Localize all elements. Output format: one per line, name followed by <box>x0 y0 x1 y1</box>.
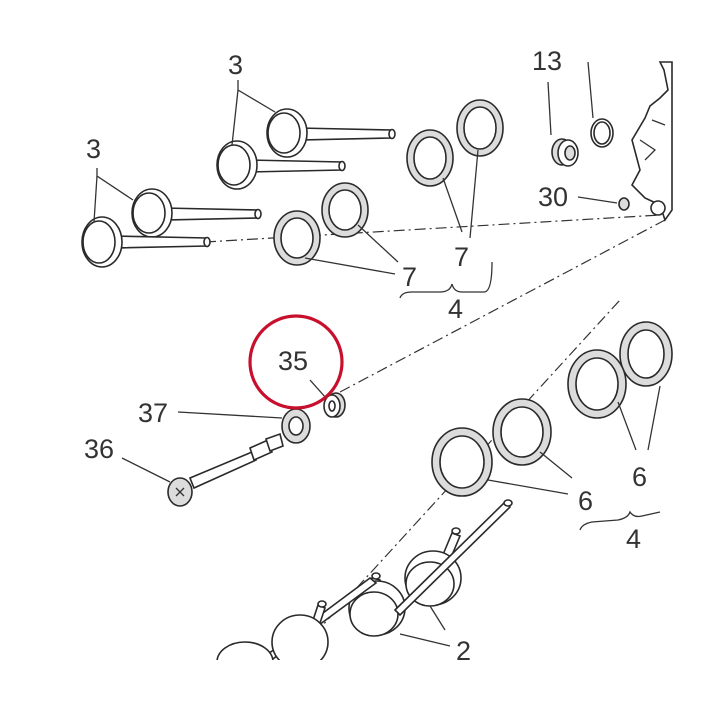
highlight-circle <box>248 314 344 410</box>
label-4-right: 4 <box>626 524 641 554</box>
leaders-part-7 <box>304 149 493 299</box>
label-2: 2 <box>456 636 471 666</box>
valve-upper-rear <box>266 108 396 158</box>
part-o-ring <box>587 61 614 148</box>
valve-upper-front <box>216 140 346 190</box>
part-30-plug <box>577 196 630 211</box>
cylinder-head-fragment <box>631 61 673 222</box>
label-13: 13 <box>532 46 562 76</box>
valve-left-rear <box>131 188 262 238</box>
part-13-plug <box>547 81 579 167</box>
seal-6-near-left <box>431 427 493 497</box>
leaders-part-6 <box>487 385 661 531</box>
label-3-left: 3 <box>86 134 101 164</box>
part-35-seal <box>323 392 346 418</box>
seal-7-rear-right <box>456 99 504 157</box>
label-3-top: 3 <box>228 50 243 80</box>
valve-lower-left <box>348 572 406 637</box>
seal-7-front-right <box>321 182 369 238</box>
seal-7-front-left <box>273 210 321 266</box>
valve-lower-stems <box>216 499 513 683</box>
center-line-upper <box>204 214 661 243</box>
part-36-bolt <box>167 432 284 507</box>
label-37: 37 <box>138 398 168 428</box>
label-36: 36 <box>84 434 114 464</box>
seal-6-far-right <box>619 321 673 387</box>
leaders-part-2 <box>399 605 451 647</box>
label-7-upper: 7 <box>454 242 469 272</box>
label-6-lower: 6 <box>578 486 593 516</box>
label-35: 35 <box>278 346 308 376</box>
center-line-middle <box>339 219 666 393</box>
leaders-part-3 <box>93 80 276 223</box>
label-30: 30 <box>538 182 568 212</box>
seal-6-far-left <box>567 349 627 419</box>
part-labels: 3 3 13 30 7 7 4 35 37 36 6 6 4 2 <box>84 46 647 666</box>
leaders-35-37-36 <box>121 379 327 483</box>
label-7-lower: 7 <box>402 262 417 292</box>
seal-7-rear-left <box>406 129 454 187</box>
label-4-top: 4 <box>448 294 463 324</box>
valve-left-front <box>81 216 211 268</box>
label-6-upper: 6 <box>632 462 647 492</box>
seal-6-near-right <box>492 398 552 466</box>
part-37-washer <box>281 408 311 444</box>
